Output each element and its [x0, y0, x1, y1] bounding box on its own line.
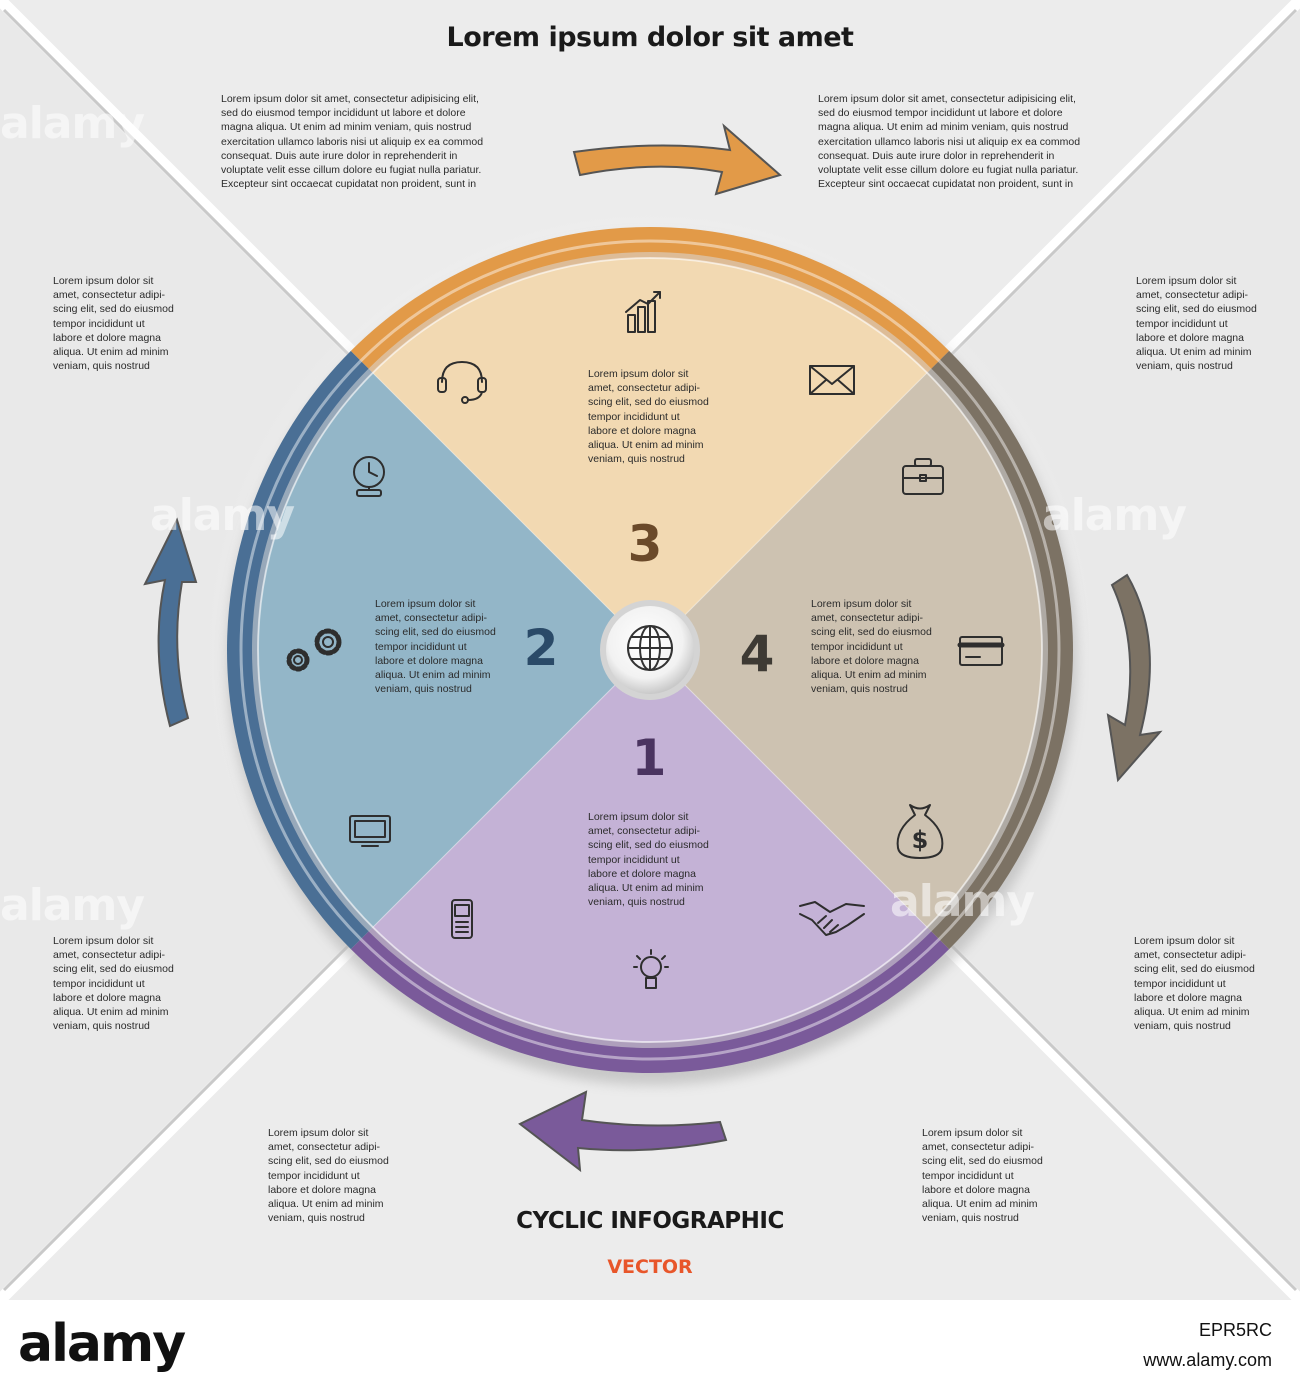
segment-2-text: Lorem ipsum dolor sit amet, consectetur …	[375, 598, 496, 696]
money-bag-icon: $	[896, 804, 944, 859]
segment-4-text: Lorem ipsum dolor sit amet, consectetur …	[811, 598, 932, 696]
svg-text:$: $	[912, 826, 929, 854]
bottom-right-text: Lorem ipsum dolor sit amet, consectetur …	[922, 1127, 1043, 1225]
bar-chart-icon	[625, 291, 661, 333]
top-right-text: Lorem ipsum dolor sit amet, consectetur …	[818, 93, 1081, 191]
footer-subtitle: VECTOR	[607, 1256, 693, 1278]
alamy-logo: alamy	[18, 1314, 186, 1374]
watermark: alamy	[1042, 490, 1187, 541]
handshake-icon	[799, 901, 865, 936]
side-text-lower-right: Lorem ipsum dolor sit amet, consectetur …	[1134, 935, 1255, 1033]
segment-4-number: 4	[739, 625, 775, 683]
briefcase-icon	[902, 458, 944, 495]
segment-2-number: 2	[523, 619, 559, 677]
arrow-right	[1106, 573, 1163, 783]
center-hub	[600, 600, 700, 700]
watermark: alamy	[890, 876, 1035, 927]
credit-card-icon	[957, 636, 1005, 666]
pie	[257, 257, 1043, 1043]
arrow-left	[143, 517, 198, 728]
bottom-left-text: Lorem ipsum dolor sit amet, consectetur …	[268, 1127, 389, 1225]
infographic-canvas: $	[0, 0, 1300, 1300]
ring-divider	[239, 239, 1061, 1061]
arrow-top	[572, 123, 783, 196]
mobile-phone-icon	[451, 899, 473, 939]
segment-1-number: 1	[631, 729, 667, 787]
watermark: alamy	[0, 880, 145, 931]
stock-bar: alamy EPR5RC www.alamy.com	[0, 1300, 1300, 1390]
watermark: alamy	[0, 98, 145, 149]
side-text-upper-left: Lorem ipsum dolor sit amet, consectetur …	[53, 275, 174, 373]
image-id: EPR5RC	[1198, 1320, 1272, 1340]
infographic-graphic: $	[0, 0, 1300, 1300]
light-bulb-icon	[633, 949, 669, 989]
segment-3-number: 3	[627, 515, 663, 573]
site-url: www.alamy.com	[1143, 1350, 1272, 1370]
segment-1-text: Lorem ipsum dolor sit amet, consectetur …	[588, 811, 709, 909]
arrow-bottom	[518, 1090, 728, 1173]
side-text-upper-right: Lorem ipsum dolor sit amet, consectetur …	[1136, 275, 1257, 373]
monitor-icon	[349, 815, 391, 847]
top-left-text: Lorem ipsum dolor sit amet, consectetur …	[221, 93, 484, 191]
envelope-icon	[809, 365, 855, 395]
gears-icon	[286, 628, 342, 672]
headset-icon	[437, 361, 487, 404]
watermark: alamy	[150, 490, 295, 541]
clock-icon	[353, 456, 385, 497]
footer-title: CYCLIC INFOGRAPHIC	[516, 1208, 784, 1234]
segment-3-text: Lorem ipsum dolor sit amet, consectetur …	[588, 368, 709, 466]
page-title: Lorem ipsum dolor sit amet	[446, 22, 854, 53]
globe-icon	[627, 625, 673, 671]
side-text-lower-left: Lorem ipsum dolor sit amet, consectetur …	[53, 935, 174, 1033]
